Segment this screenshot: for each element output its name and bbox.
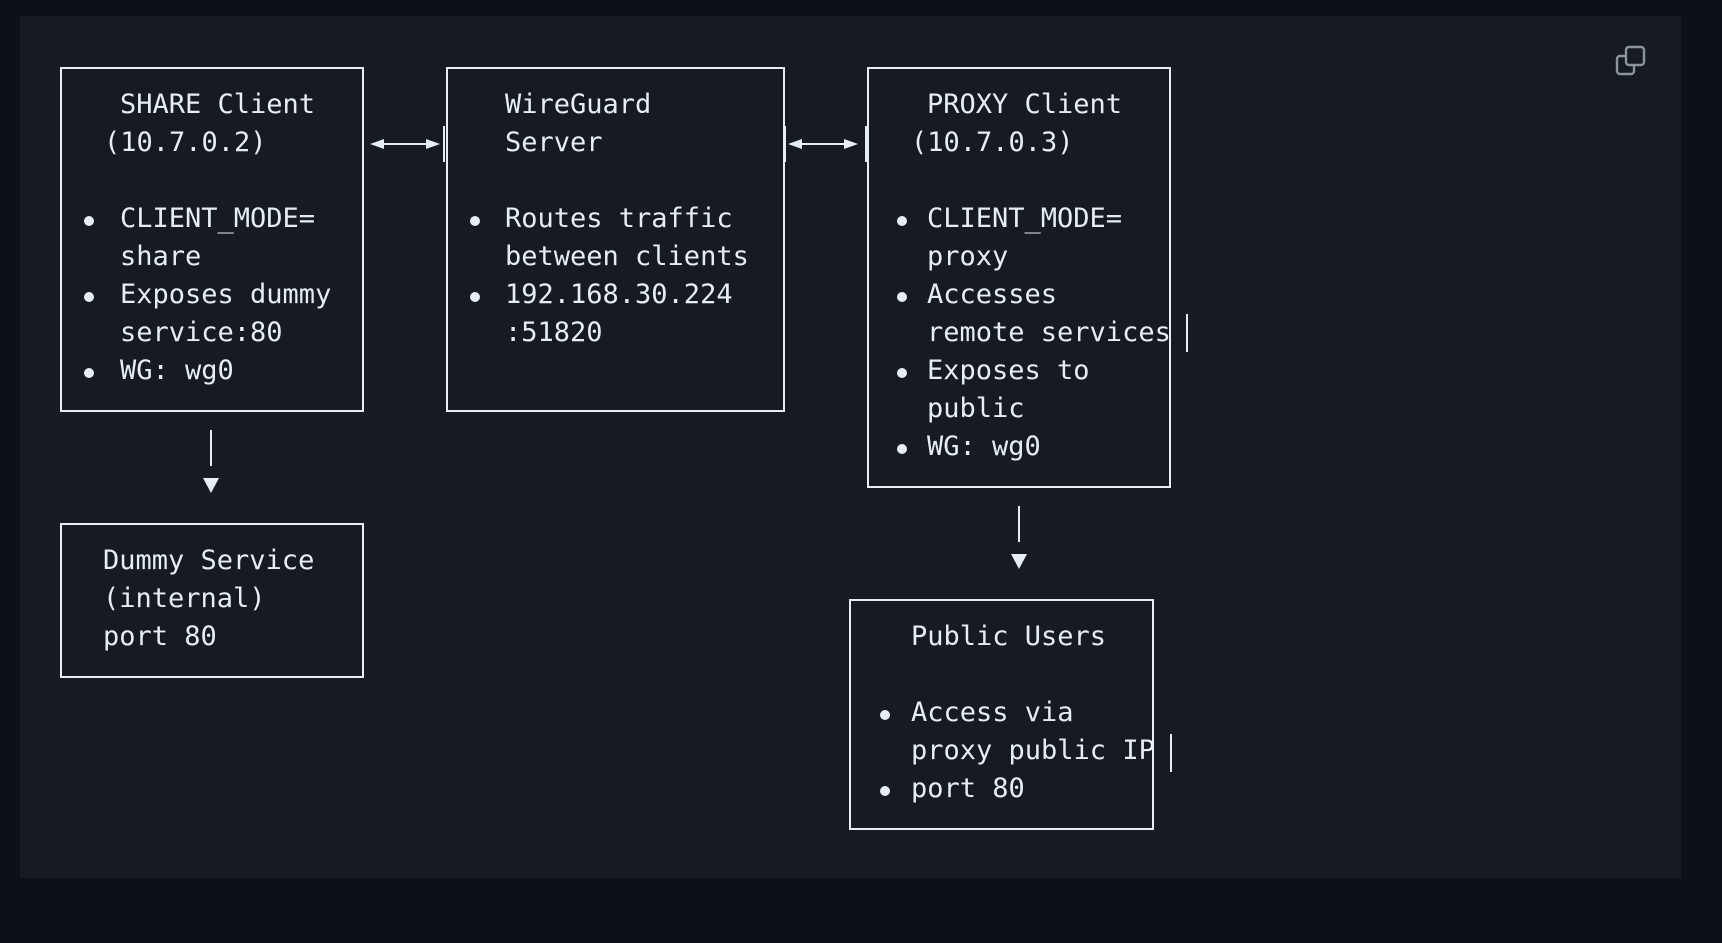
share-client-address: (10.7.0.2) [104, 127, 267, 158]
bullet-text: WG: wg0 [927, 431, 1041, 462]
wireguard-server-box: WireGuard Server Routes traffic between … [446, 67, 785, 412]
bullet-text: share [120, 241, 202, 272]
wireguard-server-subtitle: Server [505, 127, 603, 158]
share-client-title: SHARE Client [120, 89, 316, 120]
bullet-dot [84, 216, 94, 226]
proxy-client-address: (10.7.0.3) [911, 127, 1074, 158]
bullet-dot [897, 368, 907, 378]
dummy-service-name: Dummy Service [103, 545, 315, 576]
copy-icon [1615, 45, 1646, 76]
bullet-text: CLIENT_MODE= [120, 203, 316, 234]
bullet-text: service:80 [120, 317, 283, 348]
bullet-text: 192.168.30.224 [505, 279, 733, 310]
wireguard-server-title: WireGuard [505, 89, 652, 120]
bullet-dot [84, 368, 94, 378]
bullet-text: Accesses [927, 279, 1058, 310]
public-users-box: Public Users Access via proxy public IP … [849, 599, 1155, 830]
public-users-title: Public Users [911, 621, 1107, 652]
dummy-service-scope: (internal) [103, 583, 266, 614]
bullet-dot [897, 444, 907, 454]
bullet-dot [470, 216, 480, 226]
copy-button[interactable] [1614, 44, 1648, 78]
bullet-text: proxy [927, 241, 1009, 272]
bullet-text: Exposes to [927, 355, 1090, 386]
bullet-text: remote services [927, 317, 1171, 348]
bullet-dot [84, 292, 94, 302]
proxy-client-box: PROXY Client (10.7.0.3) CLIENT_MODE= pro… [867, 67, 1171, 488]
bullet-dot [470, 292, 480, 302]
bullet-text: Exposes dummy [120, 279, 332, 310]
bullet-dot [880, 786, 890, 796]
dummy-service-port: port 80 [103, 621, 217, 652]
proxy-client-title: PROXY Client [927, 89, 1123, 120]
bullet-text: proxy public IP [911, 735, 1155, 766]
bullet-text: port 80 [911, 773, 1025, 804]
dummy-service-box: Dummy Service (internal) port 80 [60, 523, 364, 678]
bullet-text: between clients [505, 241, 749, 272]
bullet-dot [897, 216, 907, 226]
bullet-dot [897, 292, 907, 302]
bullet-text: public [927, 393, 1025, 424]
bullet-text: CLIENT_MODE= [927, 203, 1123, 234]
bullet-text: :51820 [505, 317, 603, 348]
bullet-text: Routes traffic [505, 203, 733, 234]
bullet-text: Access via [911, 697, 1074, 728]
share-client-box: SHARE Client (10.7.0.2) CLIENT_MODE= sha… [60, 67, 364, 412]
bullet-text: WG: wg0 [120, 355, 234, 386]
bullet-dot [880, 710, 890, 720]
